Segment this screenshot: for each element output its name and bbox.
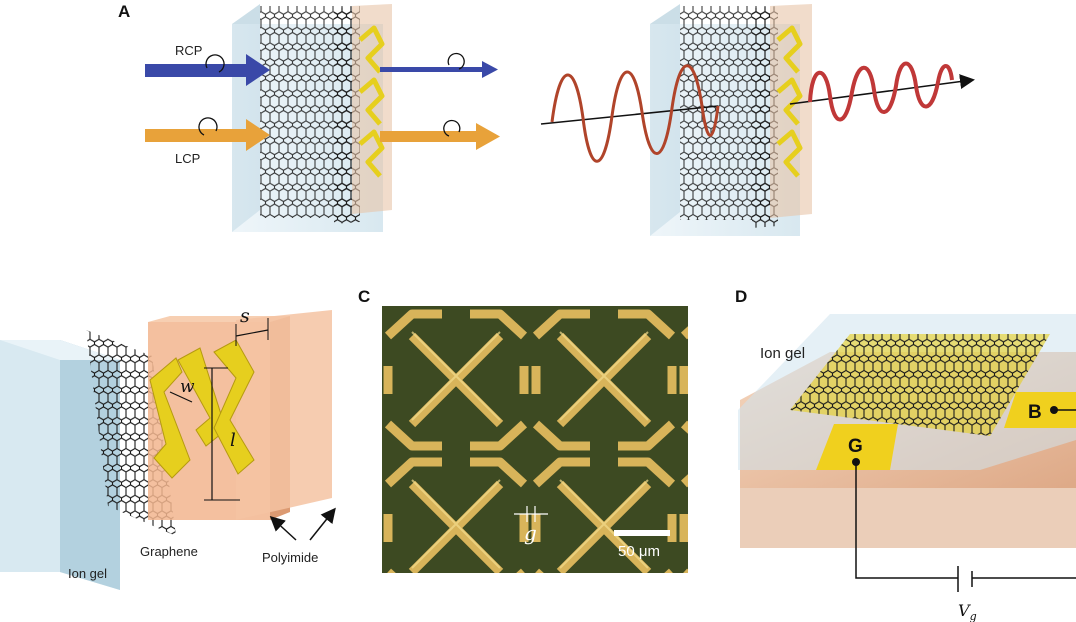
rcp-transmitted-arrow	[380, 52, 498, 78]
bottom-label: B	[1028, 402, 1042, 423]
dimension-l-label: l	[230, 430, 236, 451]
gate-label: G	[848, 436, 863, 457]
panel-label-d: D	[735, 287, 747, 306]
panel-b-polyimide-back	[236, 310, 332, 520]
lcp-transmitted-arrow	[380, 119, 500, 150]
gate-circuit	[855, 409, 1076, 592]
polyimide-pointers	[269, 507, 336, 541]
dimension-s-label: s	[240, 305, 250, 327]
voltage-label: Vg	[958, 601, 977, 622]
scale-bar	[614, 530, 670, 536]
voltage-label-main: V	[958, 601, 971, 620]
rcp-incident-arrow	[145, 54, 270, 86]
panel-d-graphene	[790, 334, 1050, 436]
dimension-w-label: w	[180, 377, 195, 397]
panel-b-ion-gel-label: Ion gel	[68, 566, 107, 581]
transmitted-wave	[789, 61, 975, 122]
panel-d-ion-gel-label: Ion gel	[760, 345, 805, 362]
lcp-label: LCP	[175, 151, 200, 166]
rcp-label: RCP	[175, 43, 202, 58]
gap-marker	[514, 506, 548, 522]
panel-label-c: C	[358, 287, 370, 306]
dimension-s	[235, 318, 269, 346]
dimension-w	[169, 391, 193, 403]
polyimide-label: Polyimide	[262, 550, 318, 565]
device-left	[232, 4, 392, 232]
bottom-electrode-pad	[1004, 392, 1076, 428]
lcp-incident-arrow	[145, 117, 270, 151]
micrograph	[382, 306, 688, 573]
graphene-label: Graphene	[140, 544, 198, 559]
gap-label: g	[524, 521, 537, 545]
voltage-label-sub: g	[970, 610, 977, 622]
scale-bar-label: 50 μm	[618, 543, 660, 560]
panel-b-gold-resonator	[149, 339, 255, 479]
device-right	[650, 4, 812, 236]
gate-electrode-pad	[816, 424, 898, 470]
panel-label-a: A	[118, 2, 130, 21]
dimension-l	[204, 367, 240, 501]
incident-wave	[540, 64, 720, 163]
